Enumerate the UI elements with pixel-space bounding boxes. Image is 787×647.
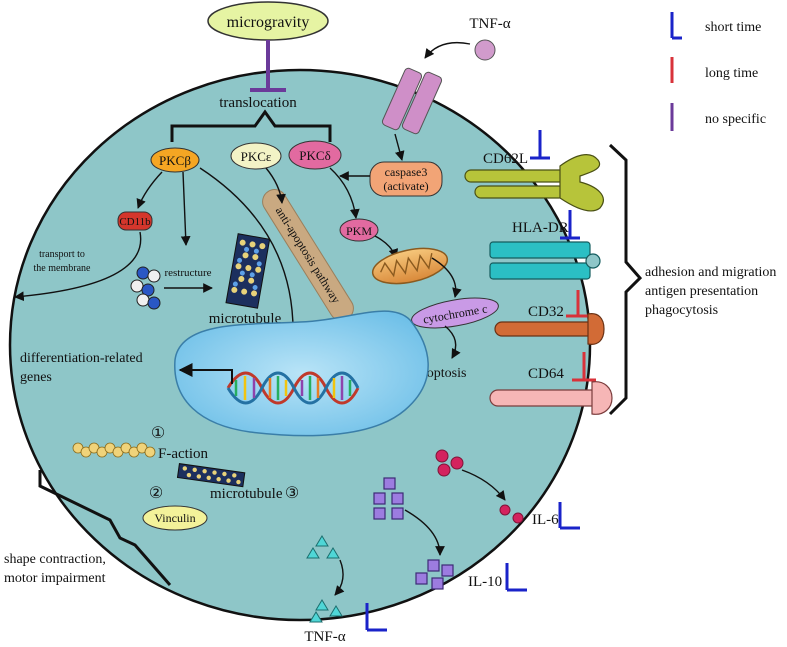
- number-1: ①: [151, 425, 165, 442]
- il6-cytokines: [435, 449, 464, 477]
- pkce-node: [230, 142, 282, 170]
- pkcb-label: PKCβ: [159, 153, 191, 168]
- hladr-label: HLA-DR: [512, 220, 569, 236]
- il10-cytokines: [373, 477, 404, 520]
- cd11b-label: CD11b: [119, 216, 151, 228]
- cd64-long-time-inhibitor: [572, 352, 596, 382]
- pkm-node: [339, 218, 379, 242]
- legend: short time long time no specific: [670, 12, 766, 131]
- caspase3-sub-label: (activate): [383, 179, 428, 193]
- f-actin-chain: [72, 442, 156, 458]
- cd32-long-time-inhibitor: [566, 290, 590, 318]
- microtubule-cylinder: [225, 233, 271, 309]
- receptor-to-caspase-arrow: [394, 133, 405, 161]
- dna-helix: [226, 371, 360, 405]
- pkce-label: PKCε: [241, 149, 272, 164]
- shape-contraction-brace: [38, 470, 172, 586]
- pkcd-label: PKCδ: [299, 148, 330, 163]
- pkm-label: PKM: [346, 224, 372, 238]
- transport-label-2: the membrane: [34, 263, 91, 274]
- number-2: ②: [149, 485, 163, 502]
- shape-label-2: motor impairment: [4, 571, 106, 586]
- tnf-released: [309, 599, 343, 623]
- pkce-to-anti-apoptosis-arrow: [265, 167, 286, 204]
- tnf-short-time-inhibitor: [365, 603, 387, 632]
- il10-label: IL-10: [468, 574, 502, 590]
- cd11b-to-membrane-arrow: [14, 231, 142, 302]
- vinculin-node: [142, 505, 208, 531]
- transport-label-1: transport to: [39, 249, 85, 260]
- cytochrome-to-apoptosis-arrow: [444, 325, 461, 359]
- restructure-label: restructure: [164, 267, 211, 279]
- shape-label-1: shape contraction,: [4, 552, 106, 567]
- tnf-bottom-label: TNF-α: [304, 629, 345, 645]
- cd62l-label: CD62L: [483, 151, 528, 167]
- caspase3-node: [369, 161, 443, 197]
- il6-secretion-arrow: [461, 469, 506, 501]
- nucleus: [174, 310, 429, 437]
- il10-secretion-arrow: [404, 509, 445, 556]
- hladr-short-time-inhibitor: [560, 210, 580, 240]
- cd62l-receptor: [464, 154, 604, 212]
- cd62l-short-time-inhibitor: [530, 130, 550, 160]
- microgravity-label: microgravity: [227, 14, 310, 31]
- f-action-label: F-action: [158, 446, 208, 462]
- cd64-label: CD64: [528, 366, 564, 382]
- pkcb-node: [150, 147, 200, 173]
- microtubule-label-bottom: microtubule: [210, 486, 283, 502]
- gene-expression-arrow: [178, 363, 233, 384]
- tubulin-dimers: [130, 266, 161, 310]
- tnf-receptor: [381, 67, 443, 135]
- receptor-function-brace: [608, 143, 643, 416]
- tnf-ligand-top: [474, 39, 496, 61]
- tnf-secretion-arrow: [334, 559, 345, 596]
- pkcb-to-microtubule-arrow: [180, 171, 191, 246]
- hladr-receptor: [489, 241, 601, 280]
- pkcb-to-cd11b-arrow: [136, 171, 163, 209]
- cytochrome-node: cytochrome c: [411, 297, 499, 329]
- il10-released: [415, 559, 454, 590]
- legend-short-label: short time: [705, 20, 761, 35]
- tnf-arrow: [424, 41, 471, 59]
- translocation-brace: [170, 109, 332, 142]
- caspase3-label: caspase3: [385, 165, 428, 179]
- number-3: ③: [285, 485, 299, 502]
- il6-label: IL-6: [532, 512, 559, 528]
- cd64-receptor: [489, 381, 613, 415]
- tnf-cytokines: [306, 535, 340, 559]
- translocation-label: translocation: [219, 95, 297, 111]
- tnf-top-label: TNF-α: [469, 16, 510, 32]
- legend-long-label: long time: [705, 66, 758, 81]
- vinculin-label: Vinculin: [154, 511, 195, 525]
- microtubule-strip: [176, 463, 246, 488]
- right-label-1: adhesion and migration: [645, 265, 776, 280]
- pkcd-to-pkm-arrow: [329, 167, 360, 219]
- legend-nospec-label: no specific: [705, 112, 766, 127]
- diff-label-1: differentiation-related: [20, 351, 143, 366]
- cd32-label: CD32: [528, 304, 564, 320]
- cd32-receptor: [494, 313, 605, 345]
- pkcd-node: [288, 140, 342, 170]
- il6-released: [499, 504, 524, 524]
- right-label-2: antigen presentation: [645, 284, 758, 299]
- il6-short-time-inhibitor: [558, 502, 580, 530]
- mitochondria-to-cytochrome-arrow: [431, 257, 462, 298]
- il10-short-time-inhibitor: [505, 563, 527, 592]
- diff-label-2: genes: [20, 370, 52, 385]
- right-label-3: phagocytosis: [645, 303, 718, 318]
- legend-short-symbol: [670, 12, 682, 40]
- mitochondrion: [371, 247, 449, 285]
- cd11b-node: [117, 211, 153, 231]
